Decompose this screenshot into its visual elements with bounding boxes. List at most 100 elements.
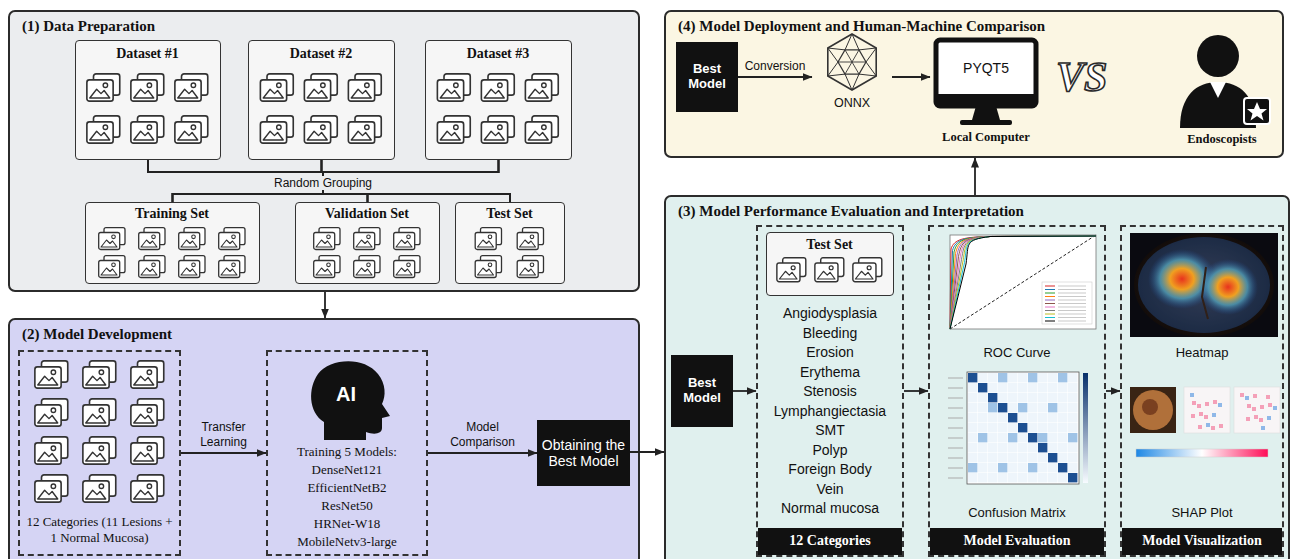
graphic-part <box>101 240 117 247</box>
graphic-part <box>828 48 845 50</box>
graphic-part <box>1038 393 1047 402</box>
graphic-part <box>35 405 61 426</box>
graphic-part <box>845 62 852 74</box>
graphic-part <box>83 481 109 502</box>
graphic-part <box>219 261 240 278</box>
graphic-part <box>179 228 205 250</box>
graphic-part <box>1247 404 1251 408</box>
graphic-part <box>83 443 109 464</box>
graphic-part <box>316 240 332 247</box>
graphic-part <box>1008 413 1017 422</box>
category-list: AngiodysplasiaBleedingErosionErythemaSte… <box>756 225 904 557</box>
graphic-part <box>988 393 997 402</box>
graphic-part <box>978 403 987 412</box>
graphic-part <box>394 228 420 250</box>
graphic-part <box>1219 424 1223 428</box>
graphic-part <box>131 405 157 426</box>
graphic-part <box>978 393 987 402</box>
graphic-part <box>147 83 152 88</box>
graphic-part <box>87 116 120 143</box>
graphic-part <box>365 83 370 88</box>
graphic-part <box>1008 423 1017 432</box>
connector <box>148 160 510 202</box>
graphic-part <box>1268 403 1272 407</box>
graphic-part <box>232 235 236 239</box>
graphic-part <box>179 256 205 278</box>
graphic-part <box>1138 237 1270 333</box>
graphic-part <box>260 116 293 143</box>
stage-panel: (3) Model Performance Evaluation and Int… <box>664 195 1290 559</box>
graphic-part <box>394 261 415 278</box>
edge-label: Random Grouping <box>271 176 375 190</box>
graphic-part <box>828 48 838 62</box>
connector <box>428 452 537 454</box>
graphic-part <box>938 94 1034 104</box>
connector <box>904 390 928 392</box>
graphic-part <box>481 74 514 101</box>
graphic-part <box>99 233 120 250</box>
graphic-part <box>498 83 503 88</box>
graphic-part <box>304 80 330 101</box>
graphic-part <box>1045 310 1055 311</box>
graphic-part <box>1058 413 1067 422</box>
graphic-part <box>354 233 375 250</box>
graphic-part <box>396 268 412 275</box>
node-text: Dataset #2 <box>249 46 393 63</box>
graphic-part <box>950 235 1096 329</box>
split-set-box: Validation Set <box>295 202 440 284</box>
graphic-part <box>1068 403 1077 412</box>
graphic-part <box>948 468 963 469</box>
graphic-part <box>192 263 196 267</box>
graphic-part <box>978 373 987 382</box>
node-text: ResNet50 <box>268 498 426 514</box>
graphic-part <box>1058 321 1086 322</box>
graphic-part <box>1058 383 1067 392</box>
graphic-part <box>1210 82 1226 98</box>
training-group: AITraining 5 Models:DenseNet121Efficient… <box>266 350 428 556</box>
connector <box>181 452 266 454</box>
graphic-part <box>38 414 58 423</box>
graphic-part <box>1068 433 1077 442</box>
graphic-part <box>141 240 157 247</box>
graphic-part <box>1252 407 1256 411</box>
graphic-part <box>950 236 1096 329</box>
person-icon: Endoscopists <box>1164 30 1280 154</box>
graphic-part <box>35 475 68 502</box>
graphic-part <box>86 376 106 385</box>
graphic-part <box>1058 317 1086 318</box>
graphic-part <box>437 122 463 143</box>
graphic-part <box>828 74 845 76</box>
graphic-part <box>277 83 282 88</box>
graphic-part <box>260 122 286 143</box>
node-text: Angiodysplasia <box>758 305 902 322</box>
graphic-part <box>327 263 331 267</box>
graphic-part <box>1045 293 1055 294</box>
graphic-part <box>968 373 977 382</box>
graphic-part <box>86 414 106 423</box>
node-text: (4) Model Deployment and Human-Machine C… <box>678 17 1278 35</box>
node-text: 12 Categories <box>789 533 870 549</box>
graphic-part <box>221 268 237 275</box>
graphic-part <box>321 83 326 88</box>
graphic-part <box>354 256 380 278</box>
graphic-part <box>530 235 534 239</box>
graphic-part <box>1018 463 1027 472</box>
graphic-part <box>998 463 1007 472</box>
graphic-part <box>134 89 154 98</box>
graphic-part <box>87 80 113 101</box>
graphic-part <box>517 256 543 278</box>
graphic-part <box>1261 426 1265 430</box>
graphic-part <box>139 228 165 250</box>
graphic-part <box>1038 443 1047 452</box>
node-text: DenseNet121 <box>268 462 426 478</box>
graphic-part <box>86 490 106 499</box>
connector <box>173 160 499 202</box>
graphic-part <box>99 261 120 278</box>
graphic-part <box>139 261 160 278</box>
graphic-part <box>1048 403 1057 412</box>
graphic-part <box>530 263 534 267</box>
graphic-part <box>219 256 245 278</box>
graphic-part <box>1018 383 1027 392</box>
graphic-part <box>191 83 196 88</box>
